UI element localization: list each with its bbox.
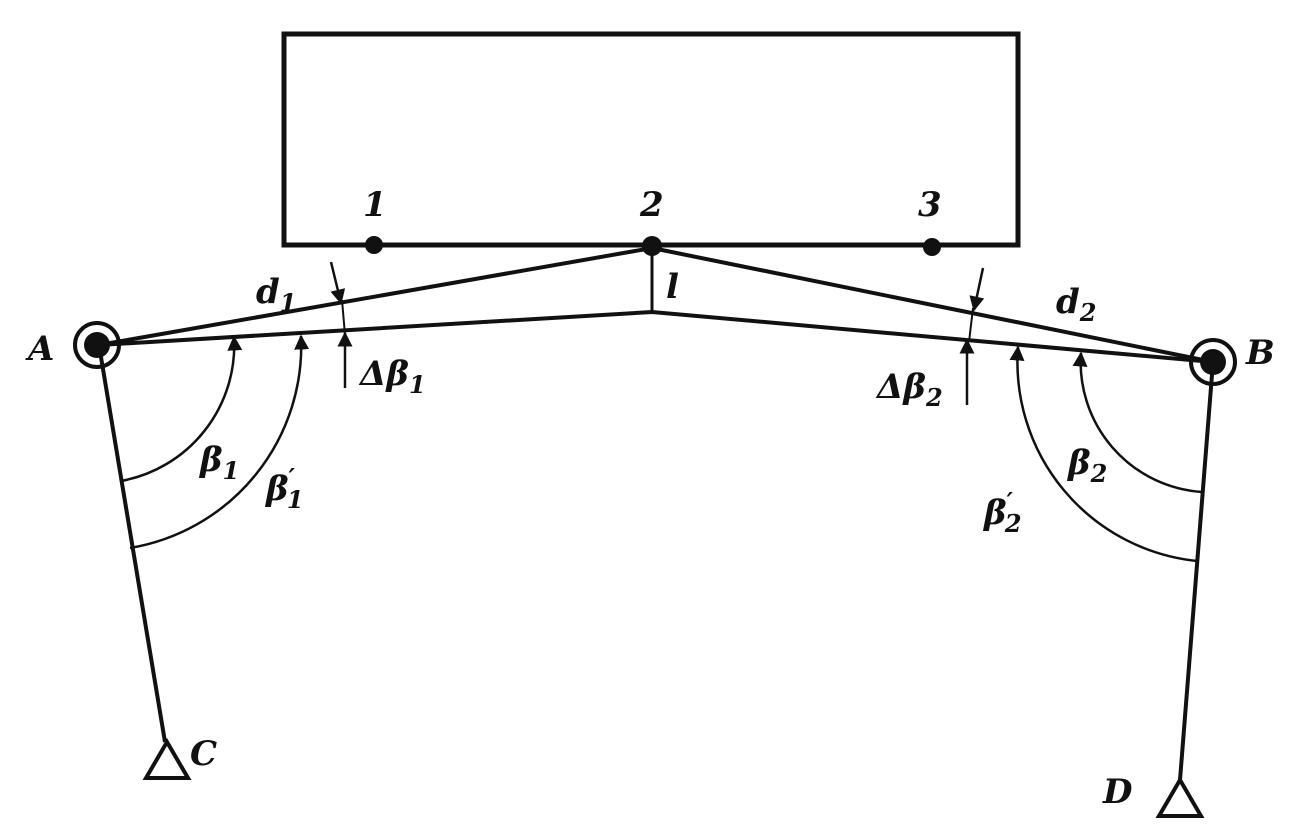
sight-line-a-to-2: [98, 246, 653, 347]
point-1-marker: [365, 236, 383, 254]
line-b-to-d: [1178, 361, 1215, 781]
label-beta1: β1: [198, 440, 239, 485]
line-a-to-c: [97, 344, 167, 743]
label-point-c: C: [190, 734, 217, 774]
baseline-a-b: [98, 309, 1214, 364]
station-b-dot: [1200, 349, 1226, 375]
arc-beta1-prime: [129, 334, 310, 550]
label-offset-l: l: [666, 267, 679, 307]
station-b-ring: [1189, 338, 1237, 386]
label-dbeta2: Δβ2: [875, 367, 943, 412]
dbeta1-tick: [341, 299, 346, 336]
label-point-1: 1: [363, 185, 387, 225]
sight-line-b-to-2: [651, 246, 1214, 364]
label-beta2: β2: [1066, 443, 1107, 488]
dbeta1-arrow-down: [329, 261, 346, 305]
arc-beta1: [120, 335, 243, 483]
label-beta2-prime: β′2: [982, 487, 1022, 538]
label-d2: d2: [1056, 282, 1096, 327]
arc-beta2: [1072, 351, 1203, 494]
triangle-c-icon: [142, 738, 192, 780]
arc-beta2-prime: [1009, 345, 1198, 563]
label-point-d: D: [1102, 772, 1133, 812]
triangle-d-icon: [1155, 776, 1205, 818]
station-a-dot: [84, 332, 110, 358]
label-station-a: A: [25, 329, 54, 369]
label-point-2: 2: [639, 185, 664, 225]
station-a-ring: [73, 321, 121, 369]
label-point-3: 3: [918, 185, 942, 225]
label-dbeta1: Δβ1: [358, 354, 426, 399]
label-d1: d1: [256, 272, 296, 317]
point-3-marker: [923, 238, 941, 256]
label-beta1-prime: β′1: [264, 463, 304, 514]
label-station-b: B: [1245, 333, 1275, 373]
dbeta2-tick: [968, 307, 974, 343]
dbeta2-arrow-down: [969, 267, 985, 312]
